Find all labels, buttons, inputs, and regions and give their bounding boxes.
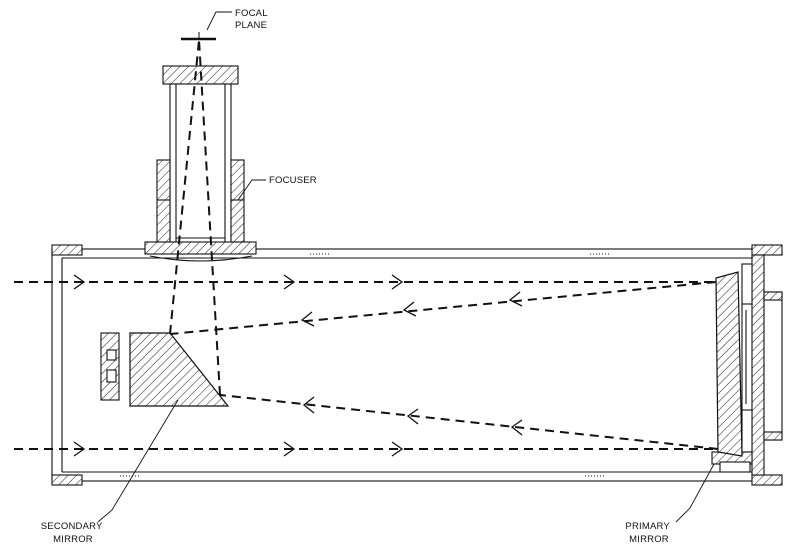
rear-cell-plate: [763, 291, 783, 441]
secondary-mirror: [129, 332, 230, 407]
arrow-reflected-top-2: [402, 301, 417, 317]
secondary-mirror-label: SECONDARY MIRROR: [41, 521, 105, 545]
rear-ring-bottom: [751, 474, 783, 486]
primary-mirror: [715, 271, 743, 457]
secondary-holder: [100, 332, 120, 401]
arrow-incoming-top-3: [391, 274, 404, 290]
rear-cell-plate-bottom: [763, 431, 783, 441]
leader-lines: [97, 179, 715, 523]
focal-plane-marker: [181, 11, 232, 41]
primary-mirror-label: PRIMARY MIRROR: [625, 521, 672, 545]
arrow-reflected-bottom-2: [406, 408, 419, 425]
mirror-clip-foot: [719, 461, 751, 473]
reflected-ray-bottom: [219, 394, 719, 450]
primary-mirror-cell: [711, 244, 783, 486]
mirror-retainer-top: [741, 263, 753, 305]
focuser-base-flange: [144, 241, 257, 255]
focuser-leader: [237, 179, 266, 201]
focuser-saddle-curve: [149, 255, 253, 262]
arrow-reflected-bottom-1: [510, 419, 523, 436]
arrow-incoming-bottom-2: [283, 441, 296, 457]
focuser-sleeve-right: [230, 159, 245, 243]
arrow-reflected-bottom-3: [302, 396, 315, 414]
converging-ray-left: [169, 39, 200, 335]
arrow-incoming-bottom-3: [391, 441, 404, 457]
arrow-reflected-top-1: [508, 291, 523, 307]
mirror-retainer-bottom: [741, 409, 753, 453]
arrow-incoming-top-1: [73, 274, 86, 290]
primary-mirror-leader: [675, 463, 715, 523]
focuser-sleeve-left: [156, 159, 171, 243]
secondary-mirror-leader: [97, 399, 179, 523]
reflected-ray-top: [169, 281, 717, 335]
rear-ring-top: [751, 244, 783, 256]
arrow-reflected-top-3: [300, 311, 315, 327]
rear-cell-plate-top: [763, 291, 783, 301]
light-path: [14, 39, 719, 450]
spider-hub: [100, 332, 120, 401]
focuser-assembly: [144, 65, 257, 262]
ray-direction-arrows: [73, 274, 523, 457]
arrow-incoming-bottom-1: [73, 441, 86, 457]
front-ring-bottom: [51, 474, 83, 486]
drawtube-body: [169, 83, 232, 245]
front-ring-top: [51, 244, 83, 256]
focal-plane-label: FOCAL PLANE: [235, 8, 270, 31]
focuser-label: FOCUSER: [269, 175, 317, 186]
arrow-incoming-top-2: [283, 274, 296, 290]
focal-plane-leader: [206, 11, 232, 31]
rear-cell-wall: [751, 254, 765, 476]
spider-hub-slot-1: [106, 349, 117, 361]
spider-hub-slot-2: [106, 369, 117, 383]
